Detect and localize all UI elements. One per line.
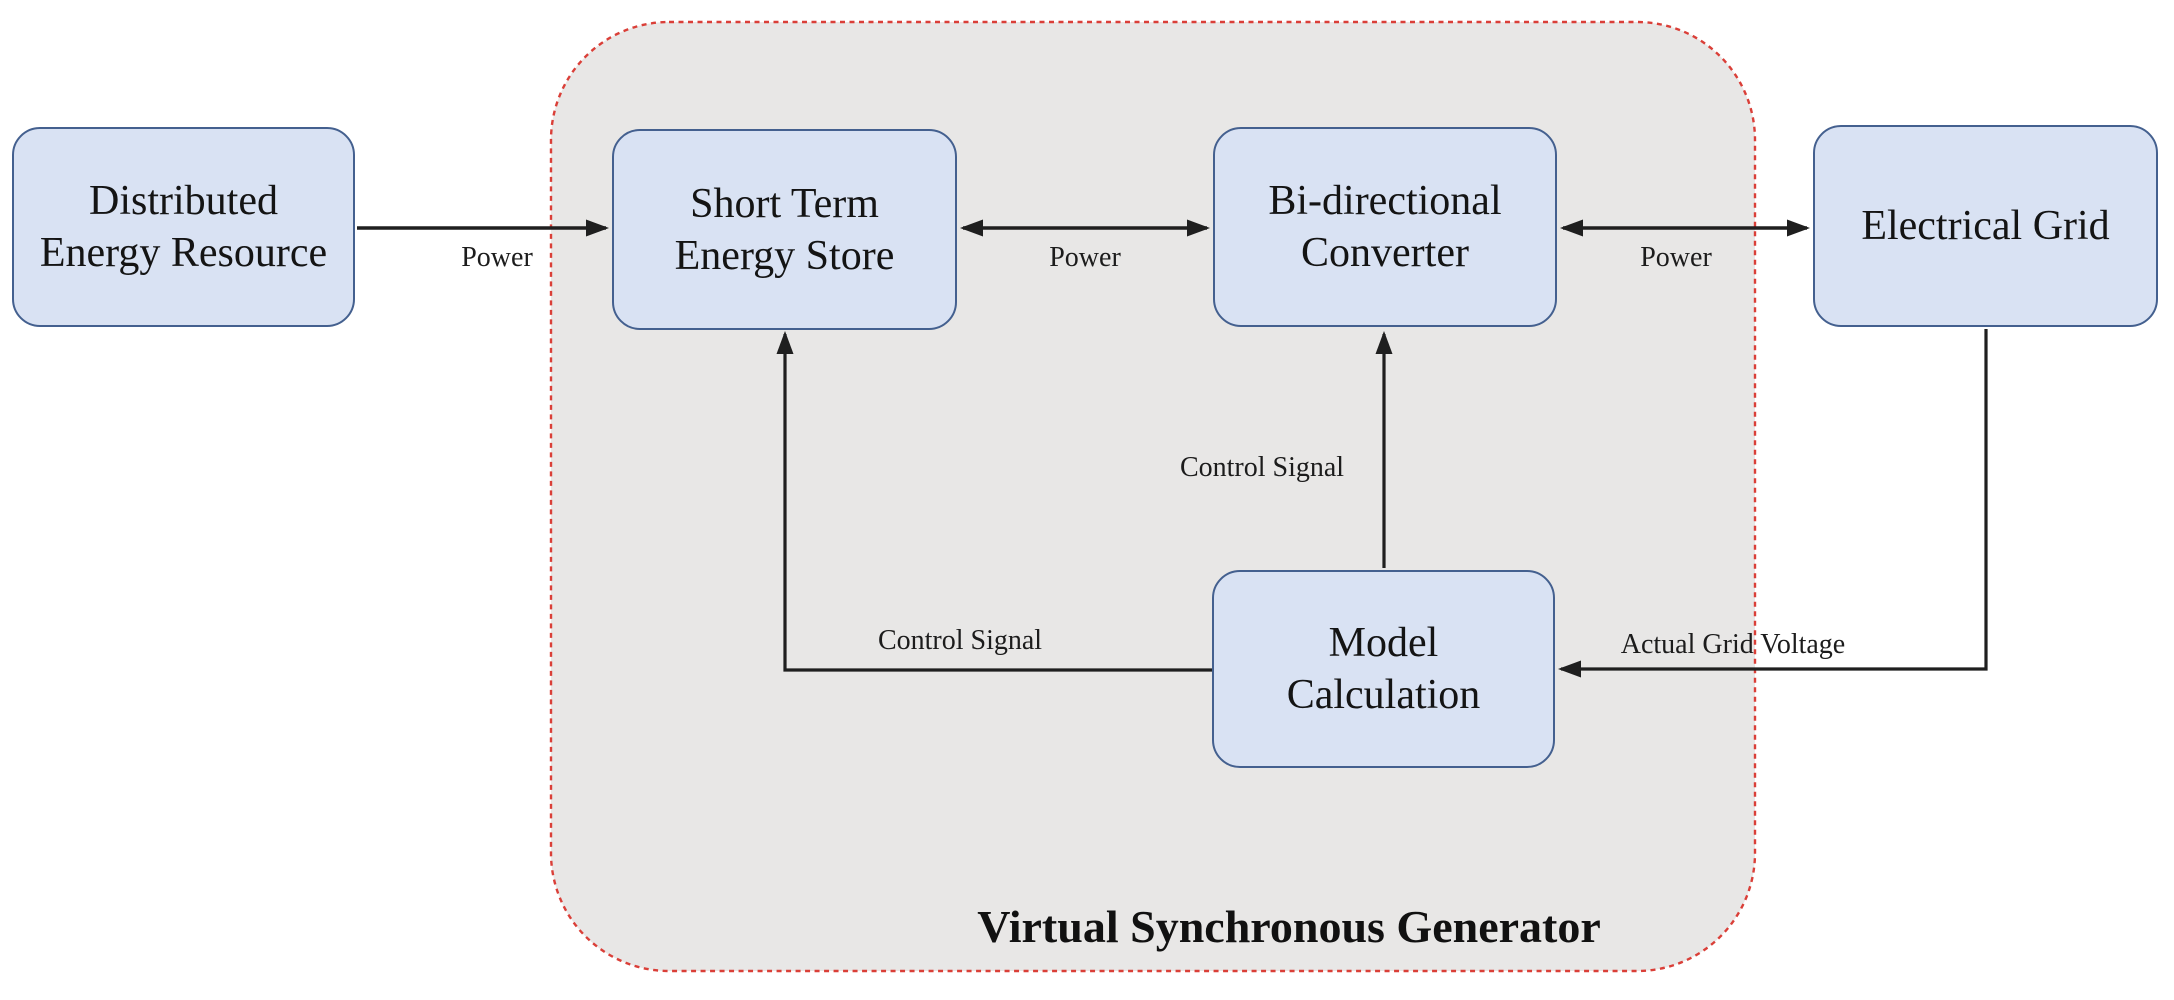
- edge-label-power-bdc-grid: Power: [1640, 242, 1712, 273]
- node-model-calculation: Model Calculation: [1212, 570, 1555, 768]
- node-distributed-energy-resource: Distributed Energy Resource: [12, 127, 355, 327]
- node-label: Bi-directional Converter: [1268, 178, 1502, 276]
- edge-label-power-stes-bdc: Power: [1049, 242, 1121, 273]
- edge-label-power-der-stes: Power: [461, 242, 533, 273]
- node-label: Distributed Energy Resource: [39, 178, 328, 276]
- node-label: Short Term Energy Store: [674, 180, 895, 279]
- node-short-term-energy-store: Short Term Energy Store: [612, 129, 957, 330]
- edge-label-control-signal-to-converter: Control Signal: [1179, 452, 1345, 483]
- arrow-grid-to-model: [1558, 329, 1988, 678]
- arrow-model-to-stes: [776, 331, 1212, 672]
- vsg-title: Virtual Synchronous Generator: [977, 901, 1601, 952]
- edge-label-actual-grid-voltage: Actual Grid Voltage: [1620, 629, 1846, 660]
- node-electrical-grid: Electrical Grid: [1813, 125, 2158, 327]
- node-label: Model Calculation: [1286, 620, 1481, 718]
- node-label: Electrical Grid: [1861, 203, 2110, 249]
- edge-label-control-signal-to-store: Control Signal: [877, 625, 1043, 656]
- node-bidirectional-converter: Bi-directional Converter: [1213, 127, 1557, 327]
